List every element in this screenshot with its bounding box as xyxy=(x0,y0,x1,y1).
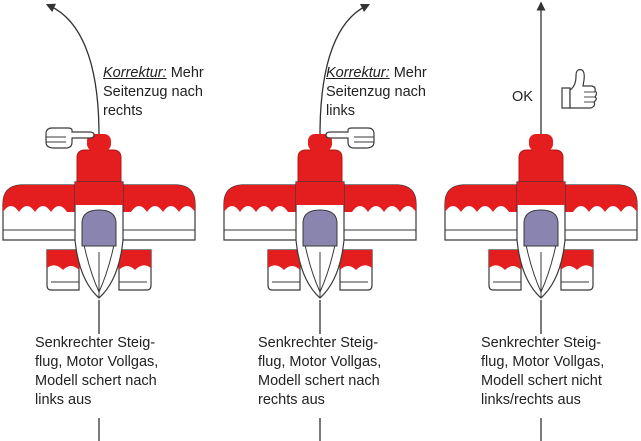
pointing-hand-left-icon xyxy=(325,127,375,149)
flight-path-arrow-1 xyxy=(45,3,100,136)
airplane-icon xyxy=(2,133,196,299)
correction-label-1: Korrektur: Mehr Seitenzug nach rechts xyxy=(101,64,206,121)
ok-label: OK xyxy=(512,89,533,105)
airplane-icon xyxy=(223,133,417,299)
panel-2 xyxy=(223,3,417,441)
correction-text-2: Mehr Seitenzug nach links xyxy=(326,65,427,119)
correction-keyword-1: Korrektur: xyxy=(103,65,167,81)
airplane-icon xyxy=(444,133,638,299)
caption-3: Senkrechter Steig- flug, Motor Vollgas, … xyxy=(479,334,607,410)
correction-text-1: Mehr Seitenzug nach rechts xyxy=(103,65,204,119)
correction-label-2: Korrektur: Mehr Seitenzug nach links xyxy=(324,64,429,121)
caption-2: Senkrechter Steig- flug, Motor Vollgas, … xyxy=(256,334,384,410)
correction-keyword-2: Korrektur: xyxy=(326,65,390,81)
panel-1 xyxy=(2,3,196,441)
caption-1: Senkrechter Steig- flug, Motor Vollgas, … xyxy=(33,334,161,410)
panel-3 xyxy=(444,1,638,441)
flight-path-arrow-2 xyxy=(319,3,371,136)
thumbs-up-icon xyxy=(561,69,598,109)
pointing-hand-right-icon xyxy=(45,127,95,149)
